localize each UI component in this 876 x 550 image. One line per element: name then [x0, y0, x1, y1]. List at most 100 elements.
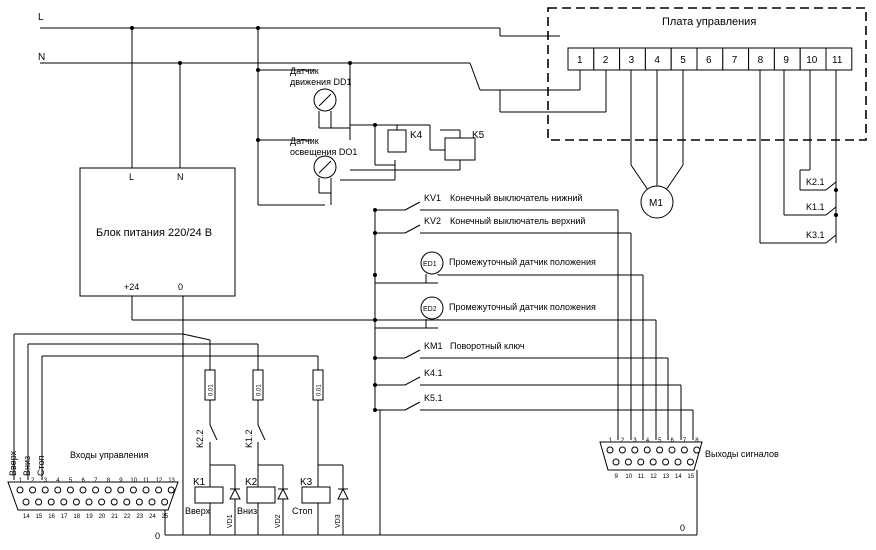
diode-label: VD1	[227, 514, 234, 528]
db25-pin	[54, 486, 62, 494]
board-terminal-label: 1	[577, 55, 583, 66]
position-sensor-code: ED2	[423, 306, 437, 313]
db15-pin-label: 10	[625, 474, 632, 480]
contact-k31: K3.1	[806, 230, 825, 240]
db25-pin-label: 10	[130, 478, 137, 484]
mains-l-label: L	[38, 12, 44, 23]
relay-coil-label: K3	[300, 477, 313, 488]
board-terminal-label: 5	[680, 55, 686, 66]
db25-pin-label: 13	[168, 478, 175, 484]
db15-pin	[686, 458, 694, 466]
db15-pin	[643, 446, 651, 454]
db15-pin-label: 2	[621, 438, 625, 444]
ground-right: 0	[680, 523, 685, 533]
psu-title: Блок питания 220/24 В	[96, 227, 212, 239]
relay-k4	[387, 129, 407, 153]
diode-label: VD2	[275, 514, 282, 528]
signal-code: KV1	[424, 193, 441, 203]
db25-pin-label: 18	[73, 514, 80, 520]
db25-pin	[85, 498, 93, 506]
board-terminal-label: 6	[706, 55, 712, 66]
db25-pin	[123, 498, 131, 506]
signal-text: Конечный выключатель нижний	[450, 193, 582, 203]
db25-pin	[98, 498, 106, 506]
fuse-label: 0.01	[209, 384, 215, 396]
db25-pin	[92, 486, 100, 494]
db25-pin-label: 15	[36, 514, 43, 520]
db15-pin	[631, 446, 639, 454]
db15-pin	[656, 446, 664, 454]
relay-coil	[194, 486, 224, 504]
db15-pin-label: 4	[646, 438, 650, 444]
contact-k21: K2.1	[806, 177, 825, 187]
input-wiring: Вверх Вниз Стоп Входы управления	[8, 333, 319, 480]
diode	[277, 487, 289, 500]
db25-pin-label: 3	[44, 478, 48, 484]
signal-code: KV2	[424, 216, 441, 226]
relay-coil	[246, 486, 276, 504]
db25-pin	[117, 486, 125, 494]
relay-coil	[301, 486, 331, 504]
db15-pin	[668, 446, 676, 454]
db15-pin-label: 14	[675, 474, 682, 480]
signal-text: Поворотный ключ	[450, 341, 525, 351]
db25-shell	[7, 481, 179, 511]
db25-pin-label: 4	[56, 478, 60, 484]
db25-pin	[22, 498, 30, 506]
relay-name: Стоп	[292, 506, 313, 516]
position-sensor	[420, 251, 444, 275]
light-sensor-label-2: освещения DO1	[290, 147, 357, 157]
db15-pin	[680, 446, 688, 454]
db15-pin	[693, 446, 701, 454]
power-supply: L N Блок питания 220/24 В +24 0	[79, 28, 375, 535]
psu-in-n: N	[177, 172, 184, 182]
db15-pin-label: 11	[638, 474, 645, 480]
db25-pin-label: 11	[143, 478, 150, 484]
db15-pin-label: 13	[663, 474, 670, 480]
db15-pin-label: 3	[633, 438, 637, 444]
db25-pin-label: 1	[19, 478, 23, 484]
db25-pin	[47, 498, 55, 506]
fuse-label: 0.01	[257, 384, 263, 396]
db25-pin-label: 22	[124, 514, 131, 520]
diode	[229, 487, 241, 500]
db25-pin-label: 8	[107, 478, 111, 484]
sensor-block: Датчик движения DD1 Датчик освещения DO1…	[256, 28, 485, 206]
db25-pin	[66, 486, 74, 494]
db15-pin	[637, 458, 645, 466]
board-wiring: M1 K2.1 K1.1 K3.1	[499, 70, 838, 244]
fuse-label: 0.01	[317, 384, 323, 396]
db25-pin-label: 21	[111, 514, 118, 520]
db25-pin-label: 2	[31, 478, 35, 484]
board-terminal-label: 10	[806, 55, 818, 66]
input-label-up: Вверх	[8, 450, 18, 476]
psu-out-zero: 0	[178, 282, 183, 292]
db25-pin	[135, 498, 143, 506]
relay-name: Вниз	[237, 506, 257, 516]
db25-pin-label: 12	[156, 478, 163, 484]
signal-text: Конечный выключатель верхний	[450, 216, 585, 226]
signal-code: K4.1	[424, 368, 443, 378]
input-label-down: Вниз	[22, 456, 32, 476]
inputs-title: Входы управления	[70, 450, 149, 460]
light-sensor-label-1: Датчик	[290, 136, 319, 146]
db25-pin	[129, 486, 137, 494]
outputs-title: Выходы сигналов	[705, 449, 779, 459]
diode-label: VD3	[335, 514, 342, 528]
db25-pin	[29, 486, 37, 494]
board-terminal-label: 4	[654, 55, 660, 66]
ground-left: 0	[155, 531, 160, 541]
db25-pin-label: 19	[86, 514, 93, 520]
db25-pin	[161, 498, 169, 506]
db25-pin-label: 24	[149, 514, 156, 520]
board-terminal-label: 11	[832, 55, 843, 66]
db25-pin	[110, 498, 118, 506]
db15-pin-label: 15	[687, 474, 694, 480]
db15-pin	[674, 458, 682, 466]
